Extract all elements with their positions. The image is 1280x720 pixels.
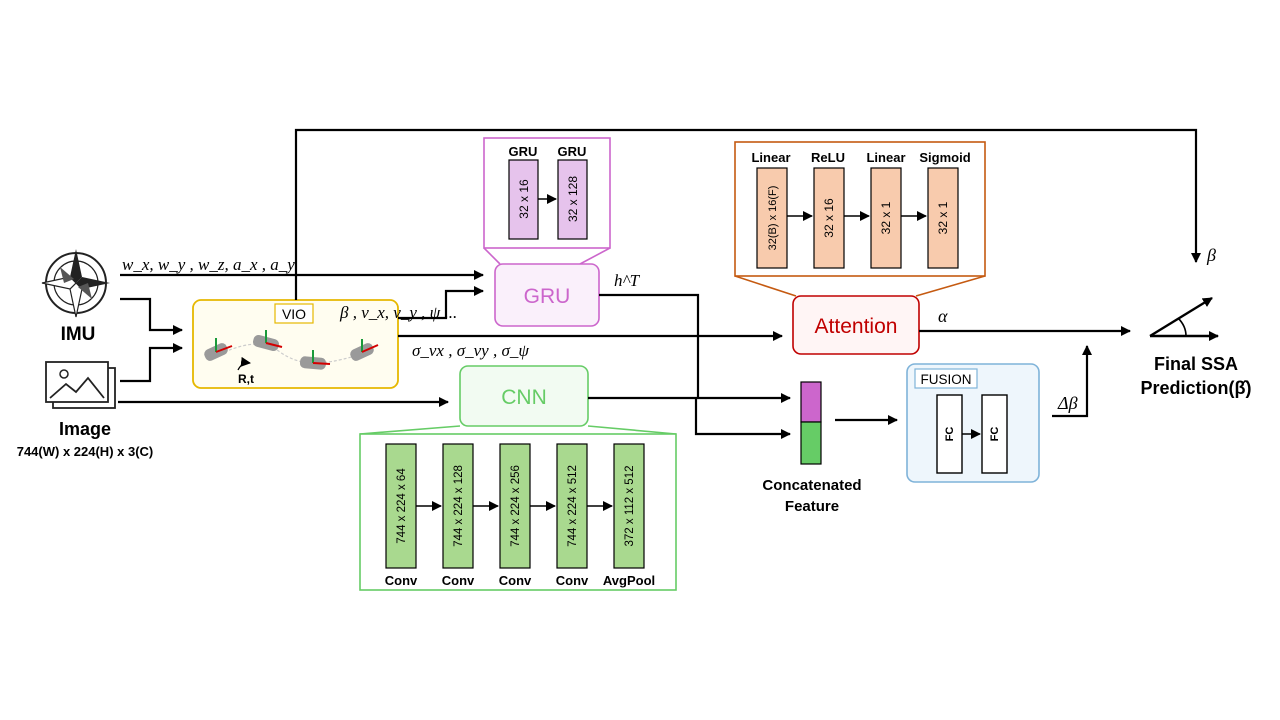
vehicle-trajectory-icon <box>204 330 379 371</box>
attention-output: α <box>938 306 948 326</box>
beta-label: β <box>1206 245 1216 265</box>
att-layer-1-name: Linear <box>751 150 790 165</box>
cnn-layer-4-name: Conv <box>556 573 589 588</box>
attention-label: Attention <box>815 315 898 338</box>
cnn-layer-2-dims: 744 x 224 x 128 <box>453 465 465 547</box>
gru-label: GRU <box>524 285 571 308</box>
gru-hidden-state: h^T <box>614 271 641 290</box>
cnn-layer-1-dims: 744 x 224 x 64 <box>396 468 408 544</box>
cnn-layer-5-block <box>613 443 645 569</box>
vio-label: VIO <box>282 306 306 322</box>
compass-icon <box>41 249 110 318</box>
concat-gru-part <box>800 381 822 423</box>
connectors <box>118 128 1201 439</box>
att-layer-2-dims: 32 x 16 <box>822 198 836 238</box>
gru-layer-2-dims: 32 x 128 <box>566 176 580 222</box>
final-output-line1: Final SSA <box>1154 354 1238 374</box>
cnn-layer-2-block <box>442 443 474 569</box>
cnn-layer-3-block <box>499 443 531 569</box>
imu-signals: w_x, w_y , w_z, a_x , a_y <box>122 255 295 274</box>
vio-outputs: β , v_x, v_y , ψ ... <box>339 303 457 322</box>
cnn-label: CNN <box>501 386 547 409</box>
concat-cnn-part <box>800 421 822 465</box>
fusion-fc-1-block <box>936 394 963 474</box>
cnn-block <box>459 365 589 427</box>
att-layer-1-dims: 32(B) x 16(F) <box>767 186 779 251</box>
angle-icon <box>1149 296 1219 341</box>
cnn-layer-5-dims: 372 x 112 x 512 <box>624 466 636 547</box>
att-layer-4-name: Sigmoid <box>919 150 970 165</box>
att-layer-4-block <box>927 167 959 269</box>
delta-beta-label: Δβ <box>1057 393 1078 413</box>
image-label: Image <box>59 419 111 439</box>
final-output-line2: Prediction(β̂) <box>1141 378 1252 398</box>
concat-label-line1: Concatenated <box>762 477 861 494</box>
att-layer-1-block <box>756 167 788 269</box>
att-layer-3-dims: 32 x 1 <box>879 201 893 234</box>
att-layer-2-block <box>813 167 845 269</box>
cnn-layer-3-name: Conv <box>499 573 532 588</box>
fusion-fc-2-label: FC <box>989 427 1001 442</box>
vio-pose-label: R,t <box>238 372 254 386</box>
fusion-fc-1-label: FC <box>944 427 956 442</box>
fusion-label: FUSION <box>920 372 971 387</box>
gru-layer-2-name: GRU <box>558 144 587 159</box>
gru-layer-2-block <box>557 159 588 240</box>
gru-layer-1-block <box>508 159 539 240</box>
att-layer-2-name: ReLU <box>811 150 845 165</box>
concat-label-line2: Feature <box>785 498 839 515</box>
gru-layer-1-name: GRU <box>509 144 538 159</box>
cnn-layer-4-dims: 744 x 224 x 512 <box>567 465 579 547</box>
attention-block <box>792 295 920 355</box>
cnn-layer-1-name: Conv <box>385 573 418 588</box>
fusion-fc-2-block <box>981 394 1008 474</box>
image-dims: 744(W) x 224(H) x 3(C) <box>17 444 154 459</box>
cnn-layer-5-name: AvgPool <box>603 573 655 588</box>
cnn-layer-3-dims: 744 x 224 x 256 <box>510 465 522 547</box>
image-icon <box>45 361 116 409</box>
att-layer-4-dims: 32 x 1 <box>936 201 950 234</box>
imu-label: IMU <box>61 324 96 345</box>
att-layer-3-block <box>870 167 902 269</box>
vio-uncertainty: σ_vx , σ_vy , σ_ψ <box>412 341 529 360</box>
gru-layer-1-dims: 32 x 16 <box>517 179 531 219</box>
gru-detail-box <box>483 137 611 249</box>
att-layer-3-name: Linear <box>866 150 905 165</box>
cnn-layer-2-name: Conv <box>442 573 475 588</box>
cnn-layer-4-block <box>556 443 588 569</box>
